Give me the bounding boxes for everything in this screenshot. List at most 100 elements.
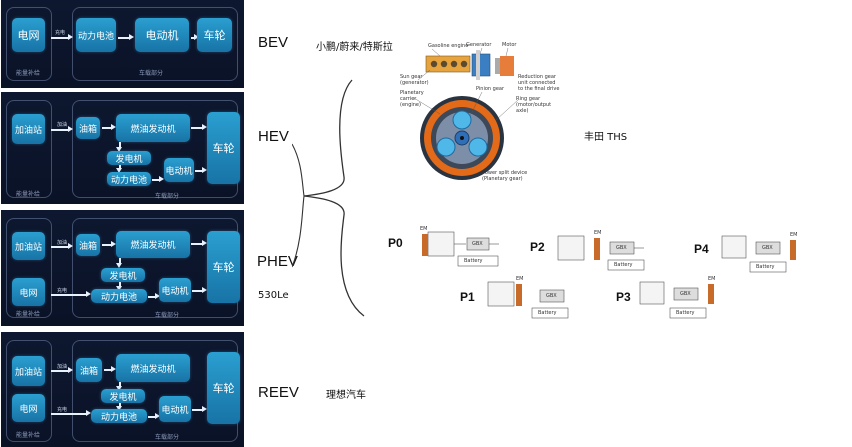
arrow-grid-battery: [51, 410, 91, 416]
ring-gear-label: Ring gear (motor/output axle): [516, 96, 552, 114]
phev-diagram-panel: 加油站 加油 电网 充电 油箱 燃油发动机 发电机 动力电池 电动机 车轮 能量…: [1, 210, 244, 326]
motor-block: 电动机: [135, 18, 189, 52]
reduction-gear-label: Reduction gear unit connected to the fin…: [518, 74, 560, 92]
gasoline-engine-label: Gasoline engine: [428, 43, 469, 49]
wheel-block: 车轮: [197, 18, 232, 52]
energy-caption: 能量补给: [16, 70, 41, 77]
fuel-tank-block: 油箱: [76, 117, 100, 139]
energy-caption: 能量补给: [16, 311, 41, 318]
phev-model: 530Le: [258, 290, 289, 301]
p3-gbx-label: GBX: [680, 291, 691, 297]
pinion-gear-label: Pinion gear: [476, 86, 505, 92]
arrow-generator-battery: [116, 282, 122, 291]
arrow-grid-battery: [51, 34, 73, 40]
arrow-engine-wheel: [191, 124, 207, 130]
onboard-caption: 车载部分: [139, 70, 164, 77]
arrow-motor-wheel: [192, 406, 207, 412]
motor-block: 电动机: [159, 278, 191, 302]
motor-label: Motor: [502, 42, 517, 48]
fuel-tank-block: 油箱: [76, 358, 102, 382]
reev-label: REEV: [258, 384, 299, 401]
hev-label: HEV: [258, 128, 289, 145]
p4-gbx-label: GBX: [762, 245, 773, 251]
battery-block: 动力电池: [91, 409, 147, 423]
arrow-engine-generator: [116, 258, 122, 268]
energy-supply-box: [6, 340, 52, 442]
hybrid-positions-illustration: [422, 231, 796, 319]
arrow-motor-wheel: [195, 167, 207, 173]
engine-block: 燃油发动机: [116, 231, 190, 258]
arrow-battery-motor: [118, 34, 134, 40]
sun-gear-label: Sun gear (generator): [400, 74, 429, 86]
generator-block: 发电机: [101, 389, 145, 403]
energy-supply-box: [6, 100, 52, 198]
gas-station-block: 加油站: [12, 356, 45, 386]
power-grid-block: 电网: [12, 278, 45, 306]
arrow-battery-motor: [148, 413, 160, 419]
generator-block: 发电机: [107, 151, 151, 165]
planetary-gear-illustration: [413, 47, 519, 180]
arrow-battery-motor: [148, 293, 160, 299]
onboard-caption: 车载部分: [155, 312, 180, 319]
arrow-station-tank: [51, 126, 73, 132]
p1-gbx-label: GBX: [546, 293, 557, 299]
generator-label: Generator: [466, 42, 492, 48]
p2-battery-label: Battery: [614, 262, 633, 268]
charge-label: 充电: [57, 407, 68, 413]
toyota-ths-label: 丰田 THS: [584, 132, 628, 143]
arrow-engine-generator: [116, 382, 122, 391]
p4-em-label: EM: [790, 232, 798, 238]
p3-label: P3: [616, 290, 631, 304]
p0-battery-label: Battery: [464, 258, 483, 264]
arrow-motor-wheel: [191, 34, 199, 40]
arrow-tank-engine: [102, 241, 116, 247]
power-split-label: Power split device (Planetary gear): [482, 170, 528, 182]
arrow-motor-wheel: [192, 287, 207, 293]
p2-gbx-label: GBX: [616, 245, 627, 251]
power-grid-block: 电网: [12, 394, 45, 422]
refuel-label: 加油: [57, 122, 68, 128]
energy-supply-box: [6, 7, 52, 81]
battery-block: 动力电池: [76, 18, 116, 52]
p1-em-label: EM: [516, 276, 524, 282]
power-grid-block: 电网: [12, 18, 45, 52]
energy-caption: 能量补给: [16, 432, 41, 439]
wheel-block: 车轮: [207, 352, 240, 424]
arrow-generator-battery: [116, 403, 122, 411]
onboard-caption: 车载部分: [155, 193, 180, 200]
energy-supply-box: [6, 218, 52, 318]
onboard-caption: 车载部分: [155, 434, 180, 441]
bev-brands: 小鹏/蔚来/特斯拉: [316, 42, 393, 53]
phev-label: PHEV: [257, 253, 298, 270]
bev-label: BEV: [258, 34, 289, 51]
onboard-box: [72, 7, 238, 81]
p3-battery-label: Battery: [676, 310, 695, 316]
arrow-grid-battery: [51, 291, 91, 297]
p0-label: P0: [388, 236, 403, 250]
curly-brace: [292, 79, 365, 317]
hev-diagram-panel: 加油站 加油 油箱 燃油发动机 发电机 动力电池 电动机 车轮 能量补给 车载部…: [1, 92, 244, 204]
arrow-tank-engine: [104, 366, 116, 372]
reev-diagram-panel: 加油站 加油 电网 充电 油箱 燃油发动机 发电机 动力电池 电动机 车轮 能量…: [1, 332, 244, 447]
motor-block: 电动机: [159, 396, 191, 422]
fuel-tank-block: 油箱: [76, 234, 100, 256]
p2-em-label: EM: [594, 230, 602, 236]
arrow-generator-battery: [116, 165, 122, 173]
wheel-block: 车轮: [207, 112, 240, 184]
p4-battery-label: Battery: [756, 264, 775, 270]
arrow-battery-motor: [152, 176, 164, 182]
motor-block: 电动机: [164, 158, 194, 182]
p0-em-label: EM: [420, 226, 428, 232]
charge-label: 充电: [55, 30, 66, 36]
p-positions-area: P0 P2 P4 P1 P3 EM GBX Battery EM GBX Bat…: [380, 222, 832, 326]
arrow-engine-generator: [116, 142, 122, 152]
gas-station-block: 加油站: [12, 114, 45, 144]
gas-station-block: 加油站: [12, 232, 45, 260]
ths-diagram: Gasoline engine Generator Motor Sun gear…: [400, 40, 560, 185]
bev-diagram-panel: 电网 充电 动力电池 电动机 车轮 能量补给 车载部分: [1, 0, 244, 88]
generator-block: 发电机: [101, 268, 145, 282]
charge-label: 充电: [57, 288, 68, 294]
p1-battery-label: Battery: [538, 310, 557, 316]
p3-em-label: EM: [708, 276, 716, 282]
wheel-block: 车轮: [207, 231, 240, 303]
